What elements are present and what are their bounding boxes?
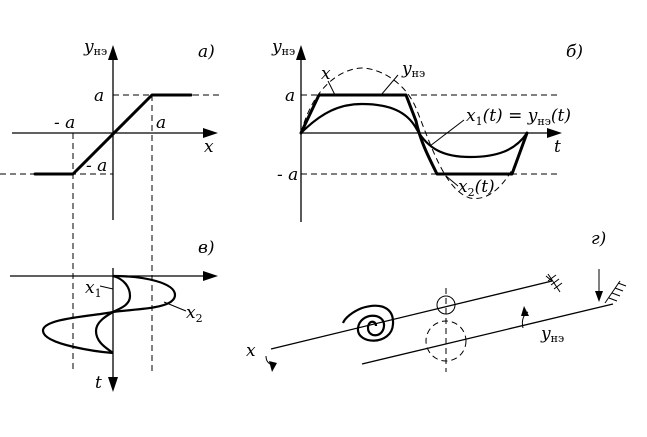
panel-g-label-x: x bbox=[246, 341, 256, 361]
panel-b-x1-curve bbox=[300, 102, 528, 159]
panel-a-tag: а) bbox=[198, 42, 215, 62]
panel-a-saturation-curve bbox=[33, 93, 193, 176]
panel-v-leader-x2 bbox=[163, 301, 187, 312]
panel-b-tag: б) bbox=[566, 42, 583, 62]
panel-b-leader-x bbox=[327, 80, 336, 96]
panel-b-label-a: a bbox=[285, 86, 295, 106]
panel-b-saturated-output bbox=[299, 93, 529, 176]
output-shaft bbox=[361, 303, 614, 365]
panel-a-x-label: x bbox=[204, 137, 214, 157]
panel-b-t-label: t bbox=[554, 137, 561, 157]
input-rotation-arrow-head bbox=[269, 361, 277, 372]
panel-g: г) bbox=[246, 229, 627, 372]
panel-a-y-arrow bbox=[108, 45, 118, 60]
panel-a-label-a-right: a bbox=[156, 113, 166, 133]
panel-b: yнэ б) t a - a x yнэ x1(t) = yнэ(t) x2(t… bbox=[271, 37, 583, 222]
panel-v-label-x2: x2 bbox=[186, 303, 203, 325]
panel-b-input-sine bbox=[300, 67, 528, 200]
panel-a-label-a-top: a bbox=[94, 86, 104, 106]
panel-v-t-label: t bbox=[95, 373, 102, 393]
panel-b-label-x1-equals: x1(t) = yнэ(t) bbox=[466, 106, 571, 128]
stop-pointer-head bbox=[595, 291, 603, 302]
input-shaft-support bbox=[545, 273, 563, 293]
panel-v-x1-curve bbox=[94, 274, 132, 354]
panel-a-label-minus-a-left: - a bbox=[54, 113, 75, 133]
panel-b-label-x2: x2(t) bbox=[458, 177, 495, 199]
panel-b-label-minus-a: - a bbox=[277, 165, 298, 185]
panel-g-tag: г) bbox=[591, 229, 606, 249]
panel-v-label-x1: x1 bbox=[85, 278, 102, 300]
panel-b-leader-x2 bbox=[445, 175, 459, 187]
panel-b-label-y-ne: yнэ bbox=[401, 59, 425, 80]
panel-v-leader-x1 bbox=[99, 285, 114, 290]
panel-v-x-arrow bbox=[203, 271, 218, 281]
panel-g-label-y-ne: yнэ bbox=[540, 324, 564, 345]
output-rotation-arrow-head bbox=[521, 306, 529, 316]
panel-v-tag: в) bbox=[198, 238, 215, 258]
panel-b-leader-x1 bbox=[429, 119, 465, 147]
panel-a-y-label: yнэ bbox=[83, 37, 107, 58]
input-shaft bbox=[270, 280, 553, 350]
panel-b-leader-y bbox=[380, 74, 399, 96]
panel-b-y-arrow bbox=[296, 45, 306, 60]
panel-a-x-arrow bbox=[203, 128, 218, 138]
panel-a: yнэ а) x a a - a - a bbox=[0, 37, 222, 372]
panel-b-t-arrow bbox=[547, 128, 562, 138]
panel-v: в) t x1 x2 bbox=[10, 238, 218, 393]
panel-v-t-arrow bbox=[108, 377, 118, 392]
panel-b-y-label: yнэ bbox=[271, 37, 295, 58]
output-shaft-stop bbox=[604, 280, 627, 304]
panel-b-label-x: x bbox=[321, 64, 331, 84]
panel-a-label-minus-a-bottom: - a bbox=[86, 156, 107, 176]
spiral-spring bbox=[341, 304, 395, 342]
